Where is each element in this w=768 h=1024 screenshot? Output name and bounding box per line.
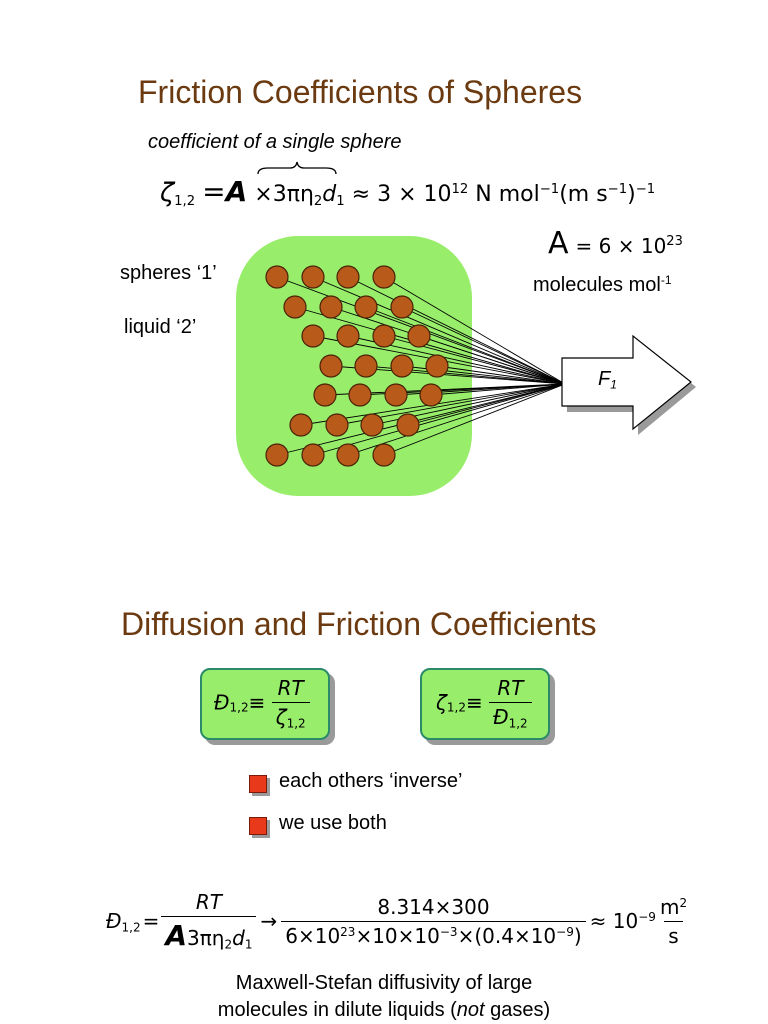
bullet-icon [249,817,267,835]
sphere [336,265,360,289]
sphere [360,413,384,437]
force-line [312,383,566,456]
sphere [265,265,289,289]
force-line [430,383,566,396]
bullet-item: each others ‘inverse’ [279,770,463,792]
sphere [384,383,408,407]
force-line [347,383,566,456]
force-line [347,276,566,385]
sphere [390,354,414,378]
bullet-icon [249,775,267,793]
sphere [372,443,396,467]
caption: Maxwell-Stefan diffusivity of large mole… [0,970,768,1024]
force-line [276,383,566,456]
force-line [418,335,566,385]
sphere [301,324,325,348]
friction-equation: ζ1,2 =A ×3πη2d1 ≈ 3 × 1012 N mol−1(m s−1… [160,175,656,209]
sphere [289,413,313,437]
force-arrow [561,334,692,431]
sphere [265,443,289,467]
sphere [336,443,360,467]
force-line [383,383,566,456]
sphere [396,413,420,437]
bullet-item: we use both [279,812,387,834]
force-line [365,306,566,385]
sphere [390,295,414,319]
single-sphere-caption: coefficient of a single sphere [148,131,402,153]
spheres-label: spheres ‘1’ [120,262,217,284]
sphere [319,295,343,319]
sphere [407,324,431,348]
caption-line: Maxwell-Stefan diffusivity of large [235,972,533,994]
liquid-label: liquid ‘2’ [124,316,197,338]
sphere [283,295,307,319]
sphere [301,443,325,467]
sphere [372,324,396,348]
sphere [319,354,343,378]
force-line [383,276,566,385]
force-label: F1 [598,368,617,392]
diffusivity-estimate-equation: Đ1,2 = RT A3πη2d1 → 8.314×300 6×1023×10×… [106,890,688,952]
sphere [348,383,372,407]
force-line [312,276,566,385]
slide1-title: Friction Coefficients of Spheres [138,74,583,110]
sphere [372,265,396,289]
sphere [301,265,325,289]
avogadro-equation: A = 6 × 1023 [548,226,683,261]
sphere [313,383,337,407]
sphere [425,354,449,378]
sphere [336,324,360,348]
force-line [436,365,566,385]
spheres-diagram [236,236,696,496]
sphere [325,413,349,437]
spheres-group [265,265,449,467]
force-line [294,306,566,385]
force-line [401,306,566,385]
molecules-label: molecules mol-1 [533,272,672,296]
caption-line: molecules in dilute liquids (not gases) [217,999,551,1021]
sphere [354,295,378,319]
overbrace [257,161,337,175]
slide2-title: Diffusion and Friction Coefficients [121,606,597,642]
sphere [419,383,443,407]
sphere [354,354,378,378]
